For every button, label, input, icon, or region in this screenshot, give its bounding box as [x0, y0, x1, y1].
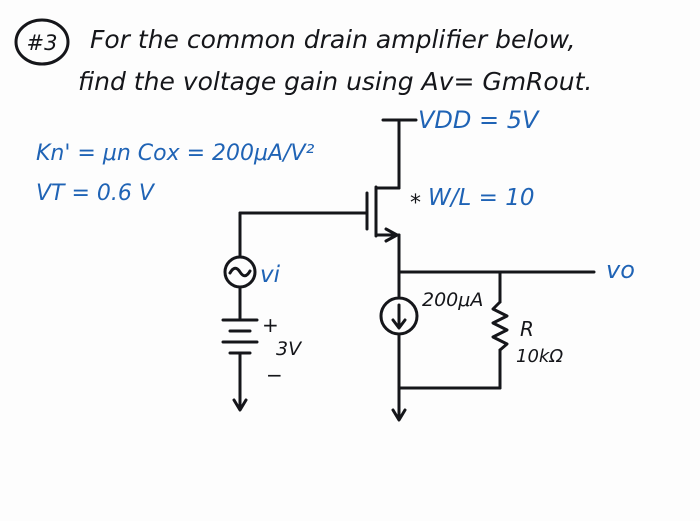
current-arrow-head	[391, 318, 407, 330]
given-vt: VT = 0.6 V	[36, 181, 156, 206]
input-source-stack	[221, 211, 259, 412]
problem-line-1: For the common drain amplifier below,	[90, 25, 575, 54]
gate-ground-arrow	[232, 398, 248, 412]
source-arrow	[384, 227, 399, 243]
dc-minus: −	[266, 363, 283, 387]
resistor-name: R	[520, 317, 534, 341]
load-resistor	[397, 270, 509, 390]
problem-line-2: find the voltage gain using Av= GmRout.	[78, 67, 592, 96]
nmos-transistor	[238, 185, 401, 243]
dc-value: 3V	[276, 338, 303, 360]
current-source	[379, 296, 419, 422]
wl-marker: ⁎	[410, 184, 421, 209]
output-label: vo	[606, 256, 635, 284]
wl-label: W/L = 10	[428, 185, 534, 211]
source-ground-arrow	[391, 408, 407, 422]
given-kn: Kn' = μn Cox = 200μA/V²	[36, 141, 315, 166]
resistor-value: 10kΩ	[516, 346, 563, 367]
current-value: 200μA	[422, 289, 483, 311]
problem-number-circle	[14, 18, 70, 66]
dc-plus: +	[262, 313, 279, 337]
vi-label: vi	[260, 262, 281, 288]
vdd-label: VDD = 5V	[418, 106, 540, 134]
sine-glyph	[228, 266, 252, 278]
problem-number-badge: #3	[14, 18, 70, 66]
problem-number: #3	[27, 31, 58, 55]
vdd-rail	[381, 118, 418, 190]
resistor-zigzag	[491, 300, 509, 352]
